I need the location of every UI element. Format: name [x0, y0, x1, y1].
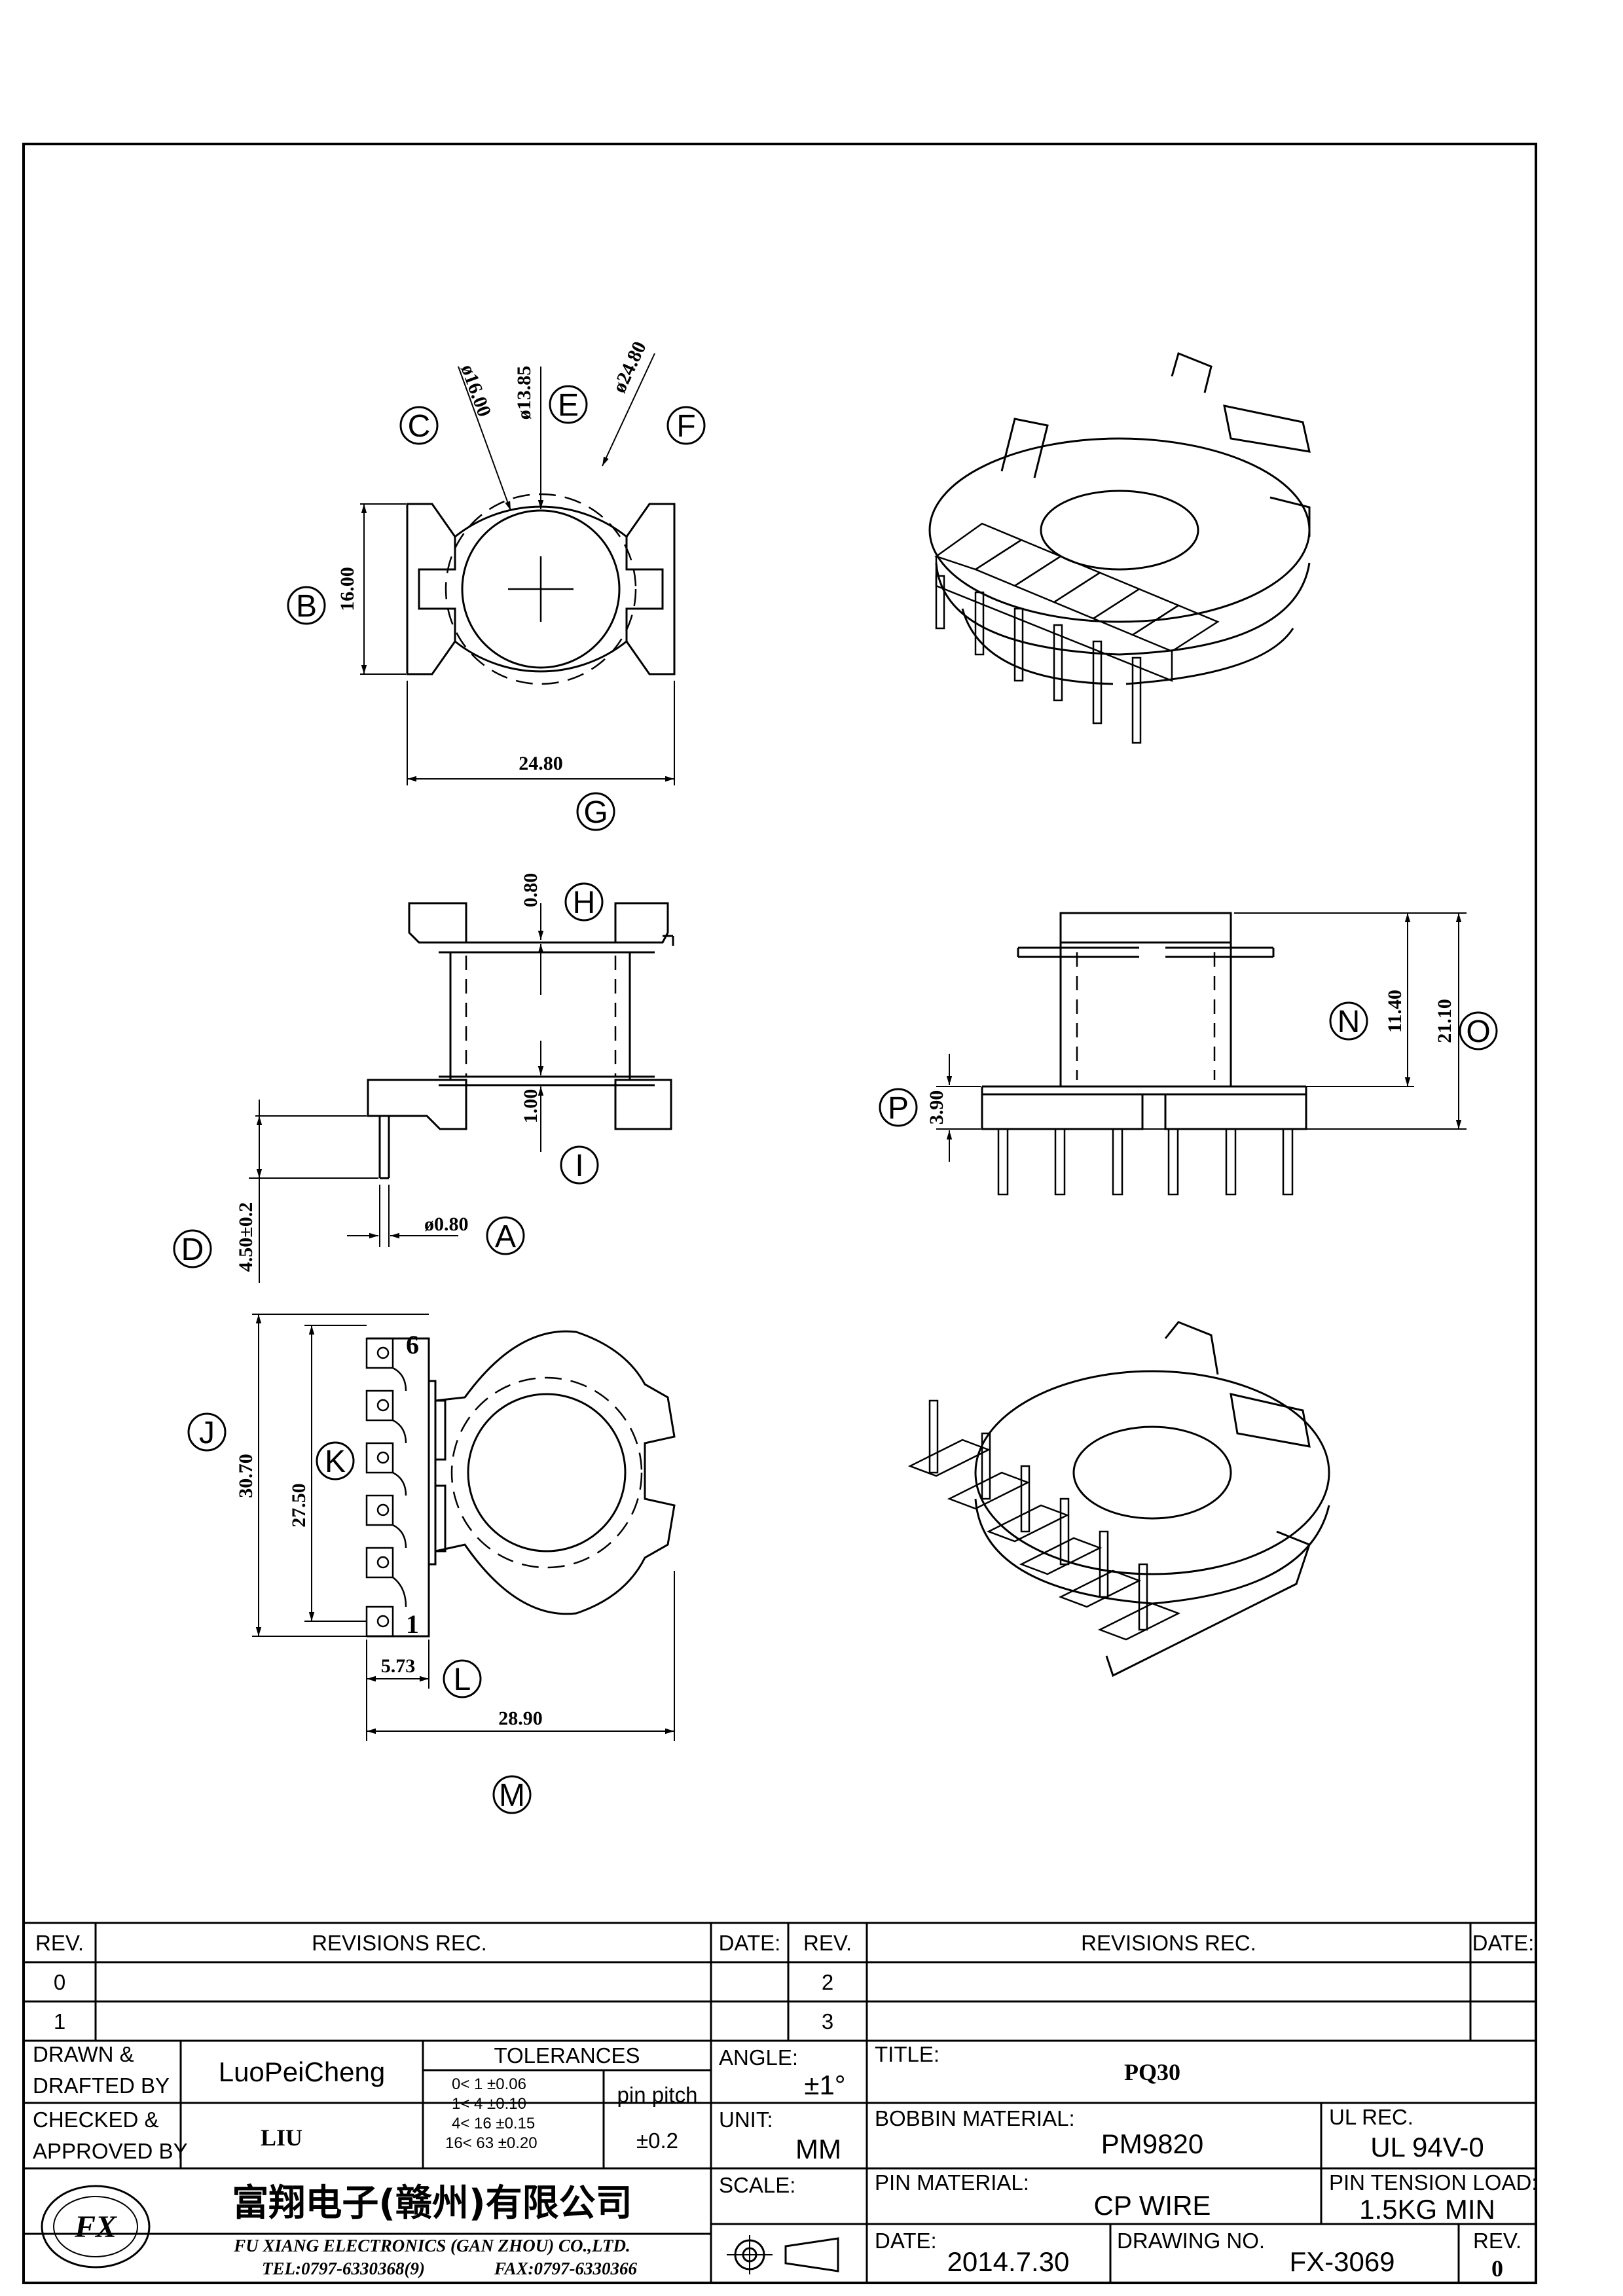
title-value: PQ30 — [1124, 2059, 1180, 2085]
callout-h: H — [573, 886, 596, 920]
callout-a: A — [495, 1219, 516, 1254]
angle-value: ±1° — [804, 2070, 845, 2100]
dim-pin-length-d: 4.50±0.2 — [235, 1202, 257, 1272]
tolerance-row-2: 1< 4 ±0.10 — [452, 2095, 526, 2113]
tolerances-title: TOLERANCES — [494, 2043, 640, 2068]
rev-row-3: 3 — [822, 2009, 833, 2034]
pin-material-label: PIN MATERIAL: — [875, 2170, 1029, 2195]
checked-by: LIU — [261, 2125, 302, 2151]
bobbin-material-value: PM9820 — [1101, 2128, 1203, 2159]
angle-label: ANGLE: — [719, 2045, 798, 2070]
drawn-by: LuoPeiCheng — [219, 2056, 386, 2087]
bobbin-material-label: BOBBIN MATERIAL: — [875, 2106, 1075, 2130]
dim-side-p: 3.90 — [926, 1090, 947, 1125]
checked-label-1: CHECKED & — [33, 2108, 159, 2132]
title-label: TITLE: — [875, 2042, 939, 2066]
company-name-english: FU XIANG ELECTRONICS (GAN ZHOU) CO.,LTD. — [233, 2236, 630, 2255]
unit-value: MM — [795, 2134, 841, 2164]
callout-o: O — [1466, 1014, 1490, 1049]
dim-bottom-i: 1.00 — [520, 1089, 541, 1124]
callout-i: I — [575, 1149, 583, 1183]
pin-tension-label: PIN TENSION LOAD: — [1329, 2170, 1537, 2195]
pin-pitch-label: pin pitch — [617, 2083, 698, 2107]
revisions-header-right: REVISIONS REC. — [1081, 1931, 1256, 1955]
front-view-dimensions — [249, 903, 544, 1283]
front-view — [367, 902, 674, 1179]
drawn-label-2: DRAFTED BY — [33, 2073, 170, 2098]
dim-span-j: 30.70 — [235, 1454, 257, 1498]
pin-number-first: 1 — [406, 1609, 419, 1639]
isometric-view-top — [928, 351, 1311, 744]
bottom-view-dimensions — [252, 1314, 675, 1741]
rev-row-0: 0 — [54, 1970, 65, 1994]
drawing-no-value: FX-3069 — [1289, 2246, 1395, 2277]
tolerance-row-1: 0< 1 ±0.06 — [452, 2075, 526, 2093]
rev-label: REV. — [1473, 2229, 1522, 2253]
date-value: 2014.7.30 — [947, 2246, 1070, 2277]
rev-row-1: 1 — [54, 2009, 65, 2034]
drawing-no-label: DRAWING NO. — [1117, 2229, 1265, 2253]
dim-top-h: 0.80 — [520, 873, 541, 908]
scale-label: SCALE: — [719, 2173, 795, 2197]
callout-c: C — [408, 409, 431, 444]
dim-width-m: 28.90 — [498, 1708, 543, 1729]
callout-g: G — [583, 795, 608, 830]
rev-header-right: REV. — [803, 1931, 852, 1955]
company-logo-text: FX — [74, 2210, 117, 2244]
company-tel: TEL:0797-6330368(9) — [262, 2259, 425, 2278]
rev-row-2: 2 — [822, 1970, 833, 1994]
tolerance-row-3: 4< 16 ±0.15 — [452, 2115, 535, 2132]
callout-k: K — [325, 1444, 346, 1479]
tolerance-row-4: 16< 63 ±0.20 — [445, 2134, 538, 2152]
dim-diameter-f: ø24.80 — [608, 338, 651, 397]
checked-label-2: APPROVED BY — [33, 2139, 188, 2163]
callout-f: F — [676, 409, 695, 444]
company-logo — [41, 2185, 151, 2269]
company-name-chinese: 富翔电子(赣州)有限公司 — [232, 2182, 632, 2225]
date-label: DATE: — [875, 2229, 937, 2253]
isometric-view-bottom — [907, 1321, 1330, 1677]
ul-rec-label: UL REC. — [1329, 2105, 1413, 2129]
company-fax: FAX:0797-6330366 — [494, 2259, 638, 2278]
pin-tension-value: 1.5KG MIN — [1359, 2194, 1495, 2225]
dim-offset-l: 5.73 — [381, 1655, 416, 1677]
ul-rec-value: UL 94V-0 — [1370, 2132, 1484, 2162]
dim-diameter-e: ø13.85 — [513, 366, 535, 420]
callout-l: L — [454, 1662, 471, 1697]
date-header-left: DATE: — [719, 1931, 781, 1955]
callout-e: E — [558, 388, 579, 423]
callout-circles — [173, 385, 1498, 1814]
pin-material-value: CP WIRE — [1094, 2190, 1211, 2221]
top-view — [406, 493, 676, 685]
projection-symbol — [727, 2235, 839, 2274]
callout-b: B — [296, 589, 317, 624]
sheet-border — [22, 143, 1537, 2284]
dim-height-b: 16.00 — [337, 567, 358, 611]
unit-label: UNIT: — [719, 2108, 773, 2132]
dim-side-n: 11.40 — [1384, 990, 1406, 1033]
side-view-dimensions — [936, 912, 1467, 1162]
pin-number-last: 6 — [406, 1330, 419, 1359]
callout-j: J — [199, 1416, 215, 1450]
title-block-grid — [24, 1922, 1536, 2283]
callout-p: P — [888, 1091, 909, 1126]
bottom-view — [365, 1330, 676, 1638]
top-view-dimensions — [360, 353, 675, 785]
dim-pin-diameter-a: ø0.80 — [424, 1213, 469, 1235]
rev-value: 0 — [1491, 2255, 1503, 2282]
callout-m: M — [499, 1778, 525, 1813]
rev-header-left: REV. — [35, 1931, 84, 1955]
callout-n: N — [1338, 1005, 1360, 1039]
revisions-header-left: REVISIONS REC. — [312, 1931, 487, 1955]
dim-side-o: 21.10 — [1434, 999, 1455, 1043]
date-header-right: DATE: — [1472, 1931, 1535, 1955]
side-view — [981, 912, 1307, 1196]
dim-width-g: 24.80 — [519, 753, 563, 774]
dim-diameter-c: ø16.00 — [456, 361, 495, 420]
callout-d: D — [181, 1232, 204, 1267]
drawn-label-1: DRAWN & — [33, 2042, 134, 2066]
dim-span-k: 27.50 — [288, 1483, 310, 1528]
pin-pitch-value: ±0.2 — [636, 2128, 678, 2153]
